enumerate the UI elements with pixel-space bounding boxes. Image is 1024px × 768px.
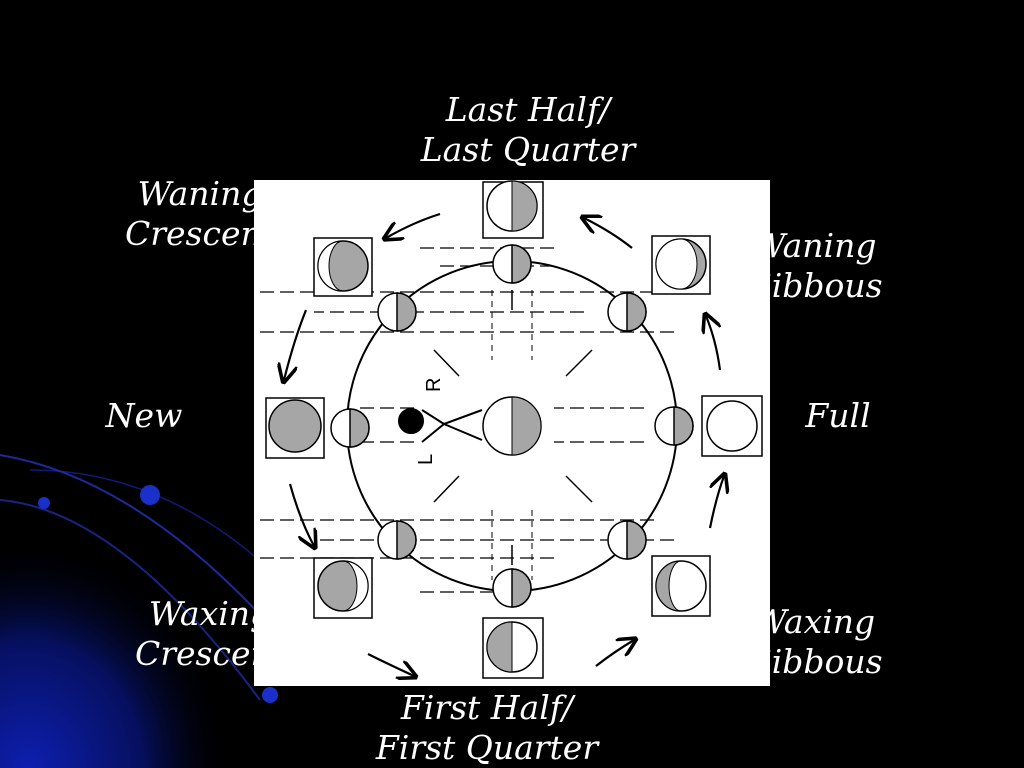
orbit-moon-top-right: [607, 292, 647, 332]
orbit-moon-top-left: [377, 292, 417, 332]
orbit-moon-bottom: [492, 568, 532, 608]
orbit-arrows: [284, 212, 724, 676]
label-waning-gibbous: Waning Gibbous: [745, 226, 883, 305]
moon-phase-diagram: L R: [254, 180, 770, 686]
outer-moon-waxing-crescent: [313, 557, 373, 619]
label-waxing-gibbous: Waxing Gibbous: [745, 602, 883, 681]
orbit-moon-right: [654, 406, 694, 446]
sunlight-rays: [254, 247, 674, 593]
outer-moon-last-quarter: [482, 180, 544, 239]
outer-moon-waxing-gibbous: [651, 555, 711, 617]
outer-moon-waning-crescent: [313, 237, 373, 297]
label-full: Full: [805, 396, 871, 435]
label-waning-crescent: Waning Crescent: [124, 174, 275, 253]
label-last-quarter: Last Half/ Last Quarter: [420, 90, 636, 169]
sight-lines: [491, 290, 533, 580]
radial-ticks: [433, 290, 593, 565]
orbit-moon-left: [330, 408, 370, 448]
orbit-moon-bottom-right: [607, 520, 647, 560]
earth: [482, 396, 542, 456]
label-new: New: [105, 396, 183, 435]
earth-label-right: R: [423, 378, 445, 392]
outer-moon-full: [701, 395, 763, 457]
diagram-graphic: L R: [254, 180, 763, 686]
label-waxing-crescent: Waxing Crescent: [134, 594, 285, 673]
observer-figure: [398, 408, 483, 443]
label-first-quarter: First Half/ First Quarter: [375, 688, 599, 767]
orbit-moon-top: [492, 244, 532, 284]
outer-moon-waning-gibbous: [651, 235, 711, 295]
earth-label-left: L: [415, 454, 437, 465]
orbit-moon-bottom-left: [377, 520, 417, 560]
outer-moon-new: [265, 397, 325, 459]
outer-moon-first-quarter: [482, 617, 544, 679]
orbit-moons: [330, 244, 694, 608]
